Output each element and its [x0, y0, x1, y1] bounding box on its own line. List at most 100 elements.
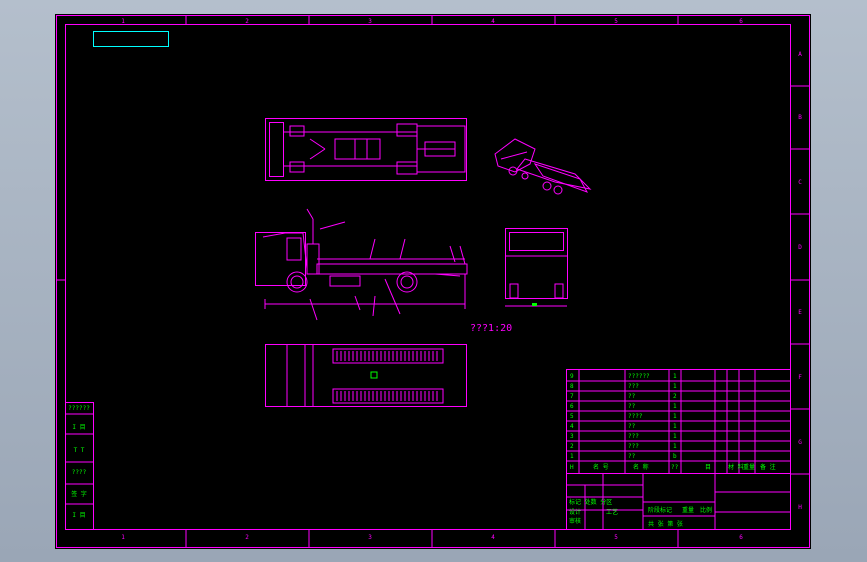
label-bom-rows-8-no: 1 [570, 453, 574, 460]
zone-top-2: 2 [245, 18, 249, 25]
zone-top-6: 6 [739, 18, 743, 25]
zone-ticks [56, 15, 810, 548]
title-row-4: 工艺 [606, 508, 618, 516]
zone-side-A: A [798, 51, 802, 58]
title-center: 阶段标记 [648, 506, 672, 514]
label-bom-rows-2-no: 7 [570, 393, 574, 400]
zone-bottom-6: 6 [739, 534, 743, 541]
label-bom-rows-0-no: 9 [570, 373, 574, 380]
bom-row-3: 3??? 1 [570, 433, 677, 440]
left-block-text-6: I 目 [72, 512, 85, 519]
zone-side-E: E [798, 309, 802, 316]
truck-front-view [505, 228, 568, 307]
left-block-text-4: ???? [72, 469, 87, 476]
label-bom-rows-1-qty: 1 [673, 383, 677, 390]
bom-row-8: 8??? 1 [570, 383, 677, 390]
zone-top-1: 1 [121, 18, 125, 25]
bom-header: H 名 号 名 称 ?? 目 材 料 重量 备 注 [570, 463, 776, 471]
title-sheet: 共 张 第 张 [648, 520, 683, 528]
title-row-2: 设计 [569, 508, 581, 516]
drawing-sheet: 1 2 3 4 5 6 1 2 3 4 5 6 A B C D E F G H [55, 14, 811, 549]
truck-bottom-view [265, 344, 467, 407]
title-block [566, 473, 791, 530]
zone-bottom-5: 5 [614, 534, 618, 541]
title-col-scale: 比例 [700, 506, 712, 514]
label-bom-rows-3-name: ?? [628, 403, 636, 410]
label-bom-rows-4-no: 5 [570, 413, 574, 420]
zone-side-D: D [798, 244, 802, 251]
truck-top-view [265, 118, 467, 181]
zone-bottom-1: 1 [121, 534, 125, 541]
bottom-view-marker [370, 371, 378, 379]
label-bom-rows-3-no: 6 [570, 403, 574, 410]
label-bom-rows-6-no: 3 [570, 433, 574, 440]
truck-side-view [255, 208, 468, 321]
label-bom-rows-2-qty: 2 [673, 393, 677, 400]
zone-bottom-2: 2 [245, 534, 249, 541]
zone-top-5: 5 [614, 18, 618, 25]
label-bom-rows-4-qty: 1 [673, 413, 677, 420]
zone-side-F: F [798, 374, 802, 381]
label-bom-header-4: 目 [705, 464, 711, 471]
title-row-1: 标记 处数 分区 [569, 498, 612, 506]
label-bom-rows-7-name: ??? [628, 443, 639, 450]
label-bom-header-1: 名 号 [593, 463, 609, 471]
bom-table [566, 369, 791, 474]
zone-side-B: B [798, 114, 802, 121]
label-bom-rows-7-no: 2 [570, 443, 574, 450]
label-bom-header-0: H [570, 464, 574, 471]
bom-row-1: 1?? b [570, 453, 677, 460]
label-bom-rows-1-no: 8 [570, 383, 574, 390]
zone-bottom-3: 3 [368, 534, 372, 541]
truck-isometric-view [494, 138, 592, 195]
bom-row-7: 7?? 2 [570, 393, 677, 400]
label-bom-rows-0-name: ?????? [628, 373, 650, 380]
front-view-marker [532, 303, 537, 306]
label-bom-rows-8-name: ?? [628, 453, 636, 460]
bom-row-6: 6?? 1 [570, 403, 677, 410]
title-col-weight: 重量 [682, 506, 694, 514]
bom-row-4: 4?? 1 [570, 423, 677, 430]
scale-note: ???1:20 [470, 323, 512, 334]
zone-top-4: 4 [491, 18, 495, 25]
zone-side-H: H [798, 504, 802, 511]
label-bom-header-5: 材 料 [728, 463, 744, 471]
slot-pattern [336, 351, 438, 401]
left-block-text-1: ?????? [68, 405, 90, 412]
label-bom-header-2: 名 称 [633, 463, 649, 471]
label-bom-rows-7-qty: 1 [673, 443, 677, 450]
bom-row-9: 9?????? 1 [570, 373, 677, 380]
inner-frame [65, 24, 791, 530]
label-bom-header-6: 重量 [743, 463, 755, 471]
zone-labels: 1 2 3 4 5 6 1 2 3 4 5 6 A B C D E F G H [121, 18, 802, 541]
bom-row-2: 2??? 1 [570, 443, 677, 450]
label-bom-rows-5-no: 4 [570, 423, 574, 430]
zone-side-C: C [798, 179, 802, 186]
left-block-text-2: I 目 [72, 424, 85, 431]
left-block-text-5: 签 字 [71, 490, 87, 498]
title-row-3: 审核 [569, 517, 581, 525]
label-bom-rows-6-qty: 1 [673, 433, 677, 440]
left-block [65, 402, 94, 530]
bom-rows: 9?????? 1 8??? 1 7?? 2 6?? 1 5???? 1 4?? 1 3??… [570, 373, 776, 471]
zone-top-3: 3 [368, 18, 372, 25]
label-bom-rows-1-name: ??? [628, 383, 639, 390]
label-bom-rows-5-name: ?? [628, 423, 636, 430]
zone-side-G: G [798, 439, 802, 446]
title-block-text: 标记 处数 分区 设计 审核 工艺 阶段标记 重量 比例 共 张 第 张 [569, 498, 712, 528]
label-bom-rows-8-qty: b [673, 453, 677, 460]
label-bom-rows-6-name: ??? [628, 433, 639, 440]
bom-row-5: 5???? 1 [570, 413, 677, 420]
label-bom-rows-3-qty: 1 [673, 403, 677, 410]
label-bom-rows-5-qty: 1 [673, 423, 677, 430]
label-bom-rows-0-qty: 1 [673, 373, 677, 380]
label-bom-header-3: ?? [671, 464, 679, 471]
label-bom-header-7: 备 注 [760, 463, 776, 471]
label-bom-rows-4-name: ???? [628, 413, 643, 420]
top-left-box [93, 31, 169, 47]
zone-bottom-4: 4 [491, 534, 495, 541]
cad-drawing: 1 2 3 4 5 6 1 2 3 4 5 6 A B C D E F G H [56, 15, 810, 548]
label-bom-rows-2-name: ?? [628, 393, 636, 400]
left-block-text-3: T T [74, 447, 85, 454]
outer-frame [56, 15, 810, 548]
